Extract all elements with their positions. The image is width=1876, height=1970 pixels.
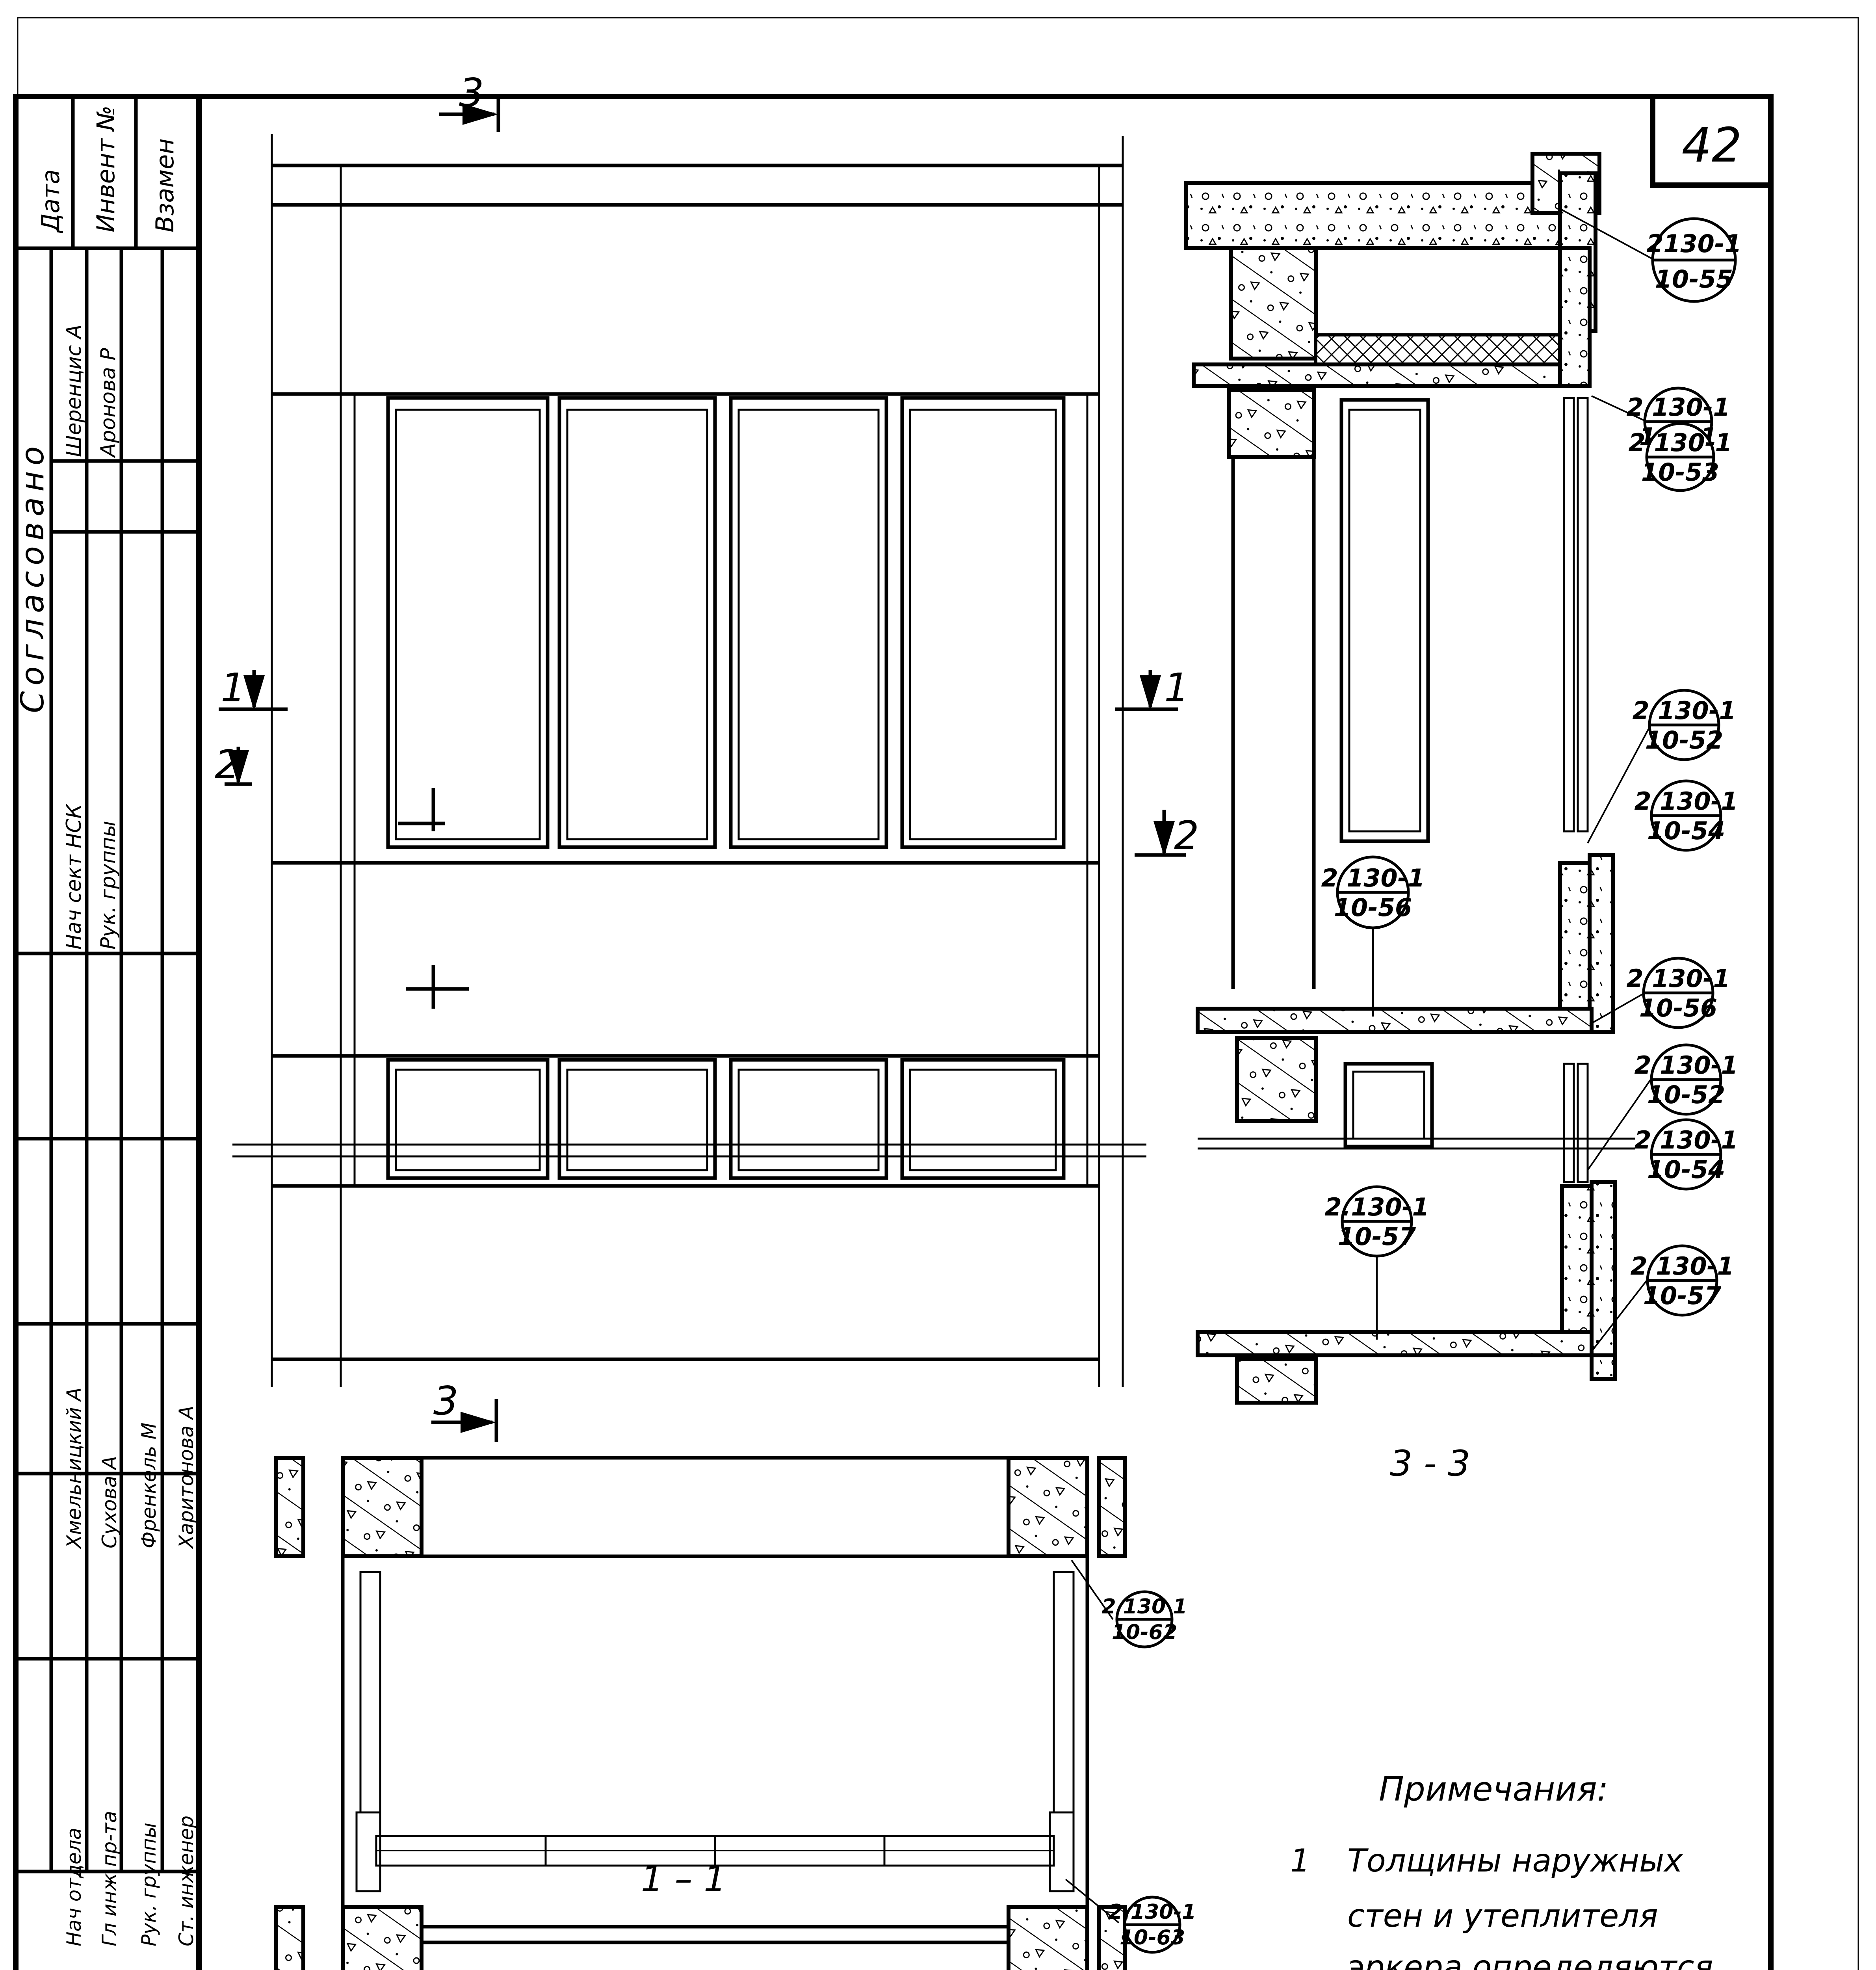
svg-text:2 130 1: 2 130 1 (1101, 1595, 1187, 1619)
stamp-staff-role-1: Нач отдела (63, 1828, 85, 1946)
svg-text:2130-1: 2130-1 (1646, 229, 1741, 258)
section-3-3-label: 3 - 3 (1390, 1443, 1470, 1484)
svg-text:1: 1 (1164, 665, 1189, 711)
note-1-line-2: стен и утеплителя (1347, 1898, 1658, 1934)
svg-text:2 130-1: 2 130-1 (1321, 864, 1425, 892)
callout-10-52-upper: 2 130-1 10-52 (1587, 689, 1736, 844)
stamp-date-label: Дата (36, 169, 65, 234)
svg-text:Дата: Дата (36, 169, 65, 234)
stamp-inventory-label: Инвент № (91, 106, 120, 232)
svg-text:Ст. инженер: Ст. инженер (175, 1816, 198, 1946)
svg-text:10-55: 10-55 (1655, 265, 1733, 294)
svg-text:Гл инж пр-та: Гл инж пр-та (98, 1811, 121, 1946)
stamp-agreed-role-2: Рук. группы (97, 821, 120, 950)
note-1-line-3: эркера определяются (1347, 1949, 1713, 1970)
elevation-view (232, 134, 1146, 1387)
note-1-number: 1 (1290, 1842, 1310, 1879)
notes-heading: Примечания: (1379, 1770, 1608, 1809)
svg-text:Харитонова А: Харитонова А (175, 1406, 198, 1550)
svg-text:2.130-1: 2.130-1 (1109, 1900, 1196, 1924)
stamp-agreed-name-1: Шеренцис А (62, 325, 86, 457)
svg-text:Нач отдела: Нач отдела (63, 1828, 85, 1946)
svg-text:10-52: 10-52 (1647, 1080, 1725, 1109)
svg-text:10-56: 10-56 (1334, 893, 1412, 922)
callout-10-57-right: 2 130-1 10-57 (1591, 1244, 1734, 1352)
callout-10-53: 2 130-1 10-53 (1628, 422, 1732, 492)
stamp-staff-name-1: Хмельницкий А (63, 1387, 85, 1550)
svg-text:2 130-1: 2 130-1 (1626, 964, 1730, 993)
svg-text:10-57: 10-57 (1338, 1222, 1416, 1251)
section-2-2-view (274, 1905, 1127, 1970)
stamp-staff-name-3: Френкель М (137, 1422, 160, 1548)
section-mark-2-right: 2 (1135, 810, 1199, 859)
callout-10-52-lower: 2 130-1 10-52 (1587, 1043, 1738, 1171)
svg-text:Аронова Р: Аронова Р (97, 348, 120, 458)
section-mark-1-right: 1 (1115, 665, 1189, 711)
svg-text:2 130-1: 2 130-1 (1628, 428, 1732, 457)
callout-10-55: 2130-1 10-55 (1560, 208, 1742, 303)
svg-text:Согласовано: Согласовано (14, 441, 51, 713)
svg-text:2 130-1: 2 130-1 (1626, 393, 1730, 422)
callout-10-56-right: 2 130-1 10-56 (1589, 957, 1730, 1029)
svg-text:10-62: 10-62 (1112, 1621, 1177, 1644)
stamp-staff-role-3: Рук. группы (137, 1823, 160, 1946)
svg-text:3: 3 (433, 1378, 459, 1424)
stamp-staff-role-2: Гл инж пр-та (98, 1811, 121, 1946)
svg-text:Сухова А: Сухова А (98, 1456, 121, 1548)
svg-text:10-52: 10-52 (1645, 726, 1723, 755)
svg-text:2 130-1: 2 130-1 (1630, 1252, 1734, 1280)
side-stamp-frame (13, 94, 202, 1970)
svg-text:2 130-1: 2 130-1 (1634, 787, 1738, 816)
svg-text:Инвент №: Инвент № (91, 106, 120, 232)
section-3-3-view (1184, 152, 1635, 1405)
svg-text:10-54: 10-54 (1647, 1155, 1725, 1184)
svg-text:Рук. группы: Рук. группы (97, 821, 120, 950)
sheet-number: 42 (1682, 118, 1742, 173)
stamp-staff-name-2: Сухова А (98, 1456, 121, 1548)
svg-text:2 130-1: 2 130-1 (1634, 1126, 1738, 1154)
stamp-replaces-label: Взамен (150, 138, 179, 232)
stamp-staff-role-4: Ст. инженер (175, 1816, 198, 1946)
notes-block: Примечания: 1 Толщины наружных стен и ут… (1290, 1770, 1713, 1970)
svg-text:10-56: 10-56 (1639, 994, 1717, 1022)
callout-10-54-lower: 2 130-1 10-54 (1634, 1118, 1738, 1191)
svg-text:2 130-1: 2 130-1 (1632, 696, 1736, 725)
svg-text:Нач сект НСК: Нач сект НСК (62, 803, 86, 950)
svg-text:Рук. группы: Рук. группы (137, 1823, 160, 1946)
section-mark-1-left: 1 (219, 665, 288, 711)
svg-text:1: 1 (221, 665, 246, 711)
section-1-1-view (274, 1456, 1127, 1929)
section-mark-3-top: 3 (439, 70, 500, 132)
callout-10-62: 2 130 1 10-62 (1071, 1559, 1187, 1648)
stamp-staff-name-4: Харитонова А (175, 1406, 198, 1550)
svg-text:2: 2 (215, 742, 240, 788)
note-1-line-1: Толщины наружных (1347, 1842, 1683, 1879)
svg-text:Френкель М: Френкель М (137, 1422, 160, 1548)
stamp-agreed-label: Согласовано (14, 441, 51, 713)
svg-text:10-54: 10-54 (1647, 816, 1725, 845)
svg-text:2: 2 (1174, 812, 1199, 859)
svg-text:3: 3 (459, 70, 484, 116)
callout-10-63: 2.130-1 10-63 (1065, 1879, 1196, 1954)
svg-text:10-63: 10-63 (1120, 1926, 1185, 1950)
sheet-number-box (1650, 94, 1774, 188)
section-1-1-label: 1 – 1 (641, 1858, 726, 1900)
svg-text:2 130-1: 2 130-1 (1634, 1051, 1738, 1080)
stamp-agreed-role-1: Нач сект НСК (62, 803, 86, 950)
svg-text:Хмельницкий А: Хмельницкий А (63, 1387, 85, 1550)
svg-text:Взамен: Взамен (150, 138, 179, 232)
callout-10-57-left: 2.130-1 10-57 (1325, 1185, 1429, 1340)
svg-text:10-57: 10-57 (1643, 1281, 1722, 1310)
callout-10-54-upper: 2 130-1 10-54 (1634, 779, 1738, 852)
svg-text:Шеренцис А: Шеренцис А (62, 325, 86, 457)
stamp-agreed-name-2: Аронова Р (97, 348, 120, 458)
side-stamp (16, 97, 199, 1873)
svg-text:2.130-1: 2.130-1 (1325, 1193, 1429, 1221)
section-mark-3-bottom: 3 (431, 1378, 498, 1442)
svg-text:10-53: 10-53 (1641, 458, 1719, 487)
callout-10-56-left: 2 130-1 10-56 (1321, 855, 1425, 1017)
section-mark-2-left: 2 (215, 742, 252, 788)
